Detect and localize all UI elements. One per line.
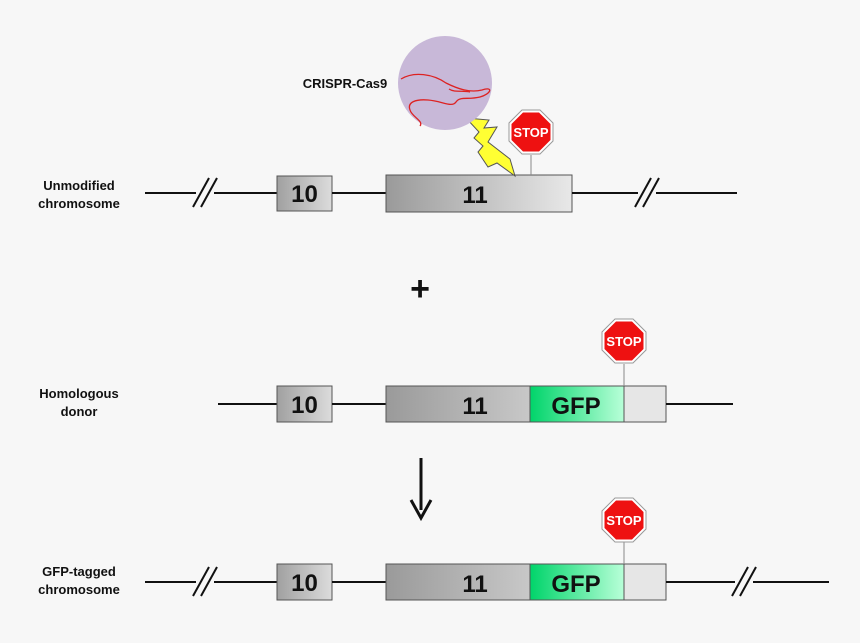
utr-box <box>623 563 667 601</box>
label-tagged-line1: GFP-tagged <box>42 564 116 579</box>
row-gfp-tagged-chromosome: GFP-tagged chromosome 10 11 GFP STOP <box>38 497 829 601</box>
exon-11-box <box>385 563 531 601</box>
break-mark-icon <box>192 177 218 208</box>
down-arrow-icon <box>409 458 433 522</box>
row-homologous-donor: Homologous donor 10 11 GFP STOP <box>39 318 733 423</box>
plus-symbol: + <box>410 270 430 308</box>
utr-box <box>623 385 667 423</box>
break-mark-icon <box>192 566 218 597</box>
exon-10-box <box>276 563 333 601</box>
exon-10-box <box>276 175 333 212</box>
exon-11-label: 11 <box>462 571 487 598</box>
label-unmodified-line1: Unmodified <box>43 178 115 193</box>
break-mark-icon <box>731 566 757 597</box>
break-mark-icon <box>634 177 660 208</box>
stop-label: STOP <box>513 125 548 140</box>
exon-11-label: 11 <box>462 393 487 420</box>
stop-label: STOP <box>606 513 641 528</box>
label-homologous-line2: donor <box>61 404 98 419</box>
gfp-label: GFP <box>551 571 600 598</box>
stop-sign-icon: STOP <box>601 318 647 364</box>
cas9-complex-icon <box>398 36 492 130</box>
crispr-cas9-label: CRISPR-Cas9 <box>303 76 388 91</box>
exon-11-box <box>385 174 573 213</box>
label-unmodified-line2: chromosome <box>38 196 120 211</box>
lightning-bolt-icon <box>464 117 516 178</box>
stop-sign-icon: STOP <box>601 497 647 543</box>
stop-label: STOP <box>606 334 641 349</box>
gfp-label: GFP <box>551 393 600 420</box>
row-unmodified-chromosome: Unmodified chromosome 10 11 STOP <box>38 36 737 213</box>
stop-sign-icon: STOP <box>508 109 554 155</box>
exon-10-label: 10 <box>291 570 318 597</box>
exon-10-label: 10 <box>291 392 318 419</box>
exon-10-label: 10 <box>291 181 318 208</box>
exon-11-label: 11 <box>462 182 487 209</box>
label-homologous-line1: Homologous <box>39 386 118 401</box>
exon-11-box <box>385 385 531 423</box>
label-tagged-line2: chromosome <box>38 582 120 597</box>
